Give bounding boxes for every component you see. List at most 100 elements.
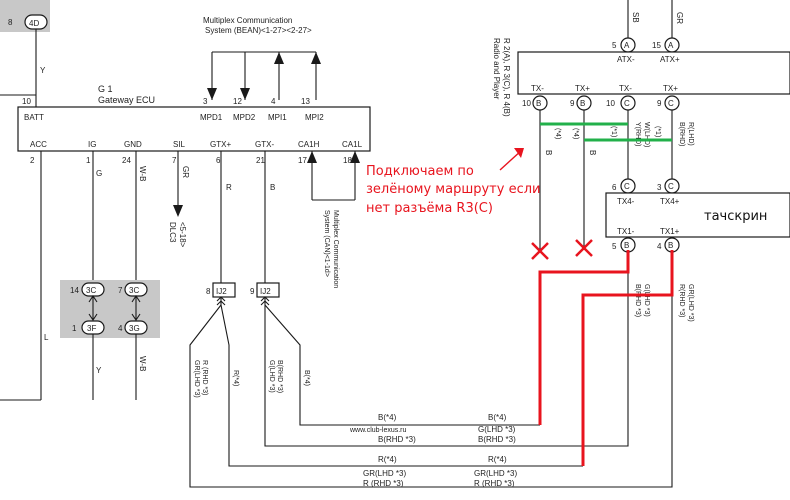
ca1h-label: CA1H: [298, 140, 320, 149]
pin-mpd1-no: 3: [203, 97, 208, 106]
acc-label: ACC: [30, 140, 47, 149]
tx1-plus: TX1+: [660, 227, 680, 236]
tach-pin-3c-letter: C: [668, 182, 674, 191]
wire-gr-label: GR: [181, 166, 190, 178]
wire-sb-label: SB: [631, 12, 640, 23]
wire-g-label: G: [96, 169, 102, 178]
ro-star2: (*1): [654, 126, 661, 137]
pin-17-no: 17: [298, 156, 307, 165]
ij2a-box: [212, 282, 236, 298]
radio-pin-b2-letter: B: [580, 99, 585, 108]
ij2b-no: 9: [250, 287, 255, 296]
ro-b4d: B: [588, 150, 597, 155]
annotation-line3: нет разъёма R3(C): [366, 201, 493, 216]
pin-2-no: 2: [30, 156, 35, 165]
link-3c-3g: [131, 295, 141, 321]
pin-batt-no: 10: [22, 97, 31, 106]
pin-4d-label: 4D: [29, 19, 39, 28]
bot-brhd-l: B(RHD *3): [378, 435, 416, 444]
tachskrin-box: [605, 192, 790, 238]
tx4-minus: TX4-: [617, 197, 635, 206]
bot-grl-r: GR(LHD *3): [474, 469, 517, 478]
annotation-line1: Подключаем по: [366, 164, 474, 179]
ij2a-fork: [216, 296, 226, 306]
radio-sub: Radio and Player: [492, 38, 501, 100]
wire-gr-top-label: GR: [675, 12, 684, 24]
gateway-ecu-box: [17, 106, 371, 152]
annotation-line2: зелёному маршруту если: [366, 182, 540, 197]
wire-tach-to-g: [540, 270, 629, 447]
atx-minus: ATX-: [617, 55, 635, 64]
tx-minus-2: TX-: [619, 84, 632, 93]
cut-mark-2: [575, 239, 593, 257]
wire-wb2-label: W-B: [138, 356, 147, 371]
mpx-bean-line2: System (BEAN)<1-27><2-27>: [205, 26, 312, 35]
tach-out-r2: R(RHD *3): [678, 284, 685, 317]
dlc3-ref: <5-18>: [178, 222, 187, 248]
wire-b-label: B: [270, 183, 275, 192]
ro-w-lhd: W(LHD): [643, 122, 650, 147]
ro-b4a: (*4): [554, 128, 561, 139]
wire-r4-left: [220, 304, 583, 467]
can-line1: Multiplex Communication: [332, 210, 339, 288]
radio-pin-10b: 10: [606, 99, 615, 108]
pin-1-no: 1: [86, 156, 91, 165]
radio-pin-9a: 9: [570, 99, 575, 108]
ro-b4b: B: [544, 150, 553, 155]
lower-w4: G(LHD *3): [268, 360, 275, 393]
pin-21-no: 21: [256, 156, 265, 165]
ca1h-arrow: [307, 151, 317, 163]
pin-mpi2-no: 13: [301, 97, 310, 106]
bot-rrhd-r: R (RHD *3): [474, 479, 515, 488]
tx-plus-1: TX+: [575, 84, 590, 93]
ij2a-no: 8: [206, 287, 211, 296]
ij2a-label: IJ2: [216, 287, 227, 296]
bot-glhd-r: G(LHD *3): [478, 425, 516, 434]
tx-minus-1: TX-: [531, 84, 544, 93]
radio-pin-15: 15: [652, 41, 661, 50]
ca1l-label: CA1L: [342, 140, 363, 149]
sil-label: SIL: [173, 140, 186, 149]
wire-gr-lhd-left: [189, 304, 515, 488]
tach-pin-4: 4: [657, 242, 662, 251]
gtx-minus-label: GTX-: [255, 140, 274, 149]
mpx-bean-line1: Multiplex Communication: [203, 16, 292, 25]
tachskrin-name: тачскрин: [704, 209, 767, 224]
mpi2-label: MPI2: [305, 113, 324, 122]
tach-pin-6: 6: [612, 183, 617, 192]
ro-r-lhd: R(LHD): [687, 122, 694, 146]
sil-arrow: [173, 205, 183, 217]
lower-w5: B(RHD *3): [276, 360, 283, 393]
pin-6-no: 6: [216, 156, 221, 165]
bot-grl-l: GR(LHD *3): [363, 469, 406, 478]
bot-b4-l: B(*4): [378, 413, 397, 422]
pin-3g-label: 3G: [129, 324, 140, 333]
cut-mark-1: [531, 242, 549, 260]
wire-tach-to-gr: [515, 270, 673, 488]
can-line2: System (CAN)<1-1d>: [323, 210, 330, 277]
ro-y-rhd: Y(RHD): [634, 122, 641, 147]
pin-3c-b-label: 3C: [129, 286, 139, 295]
radio-label: R 2(A), R 3(C), R 4(B): [502, 38, 511, 117]
pin-24-no: 24: [122, 156, 131, 165]
ro-star1: (*1): [610, 126, 617, 137]
ro-b-rhd: B(RHD): [678, 122, 685, 147]
atx-plus: ATX+: [660, 55, 680, 64]
radio-pin-c2-letter: C: [668, 99, 674, 108]
gtx-plus-label: GTX+: [210, 140, 231, 149]
gateway-name: Gateway ECU: [98, 95, 155, 105]
pin-mpi1-no: 4: [271, 97, 276, 106]
link-3c-3f: [88, 295, 98, 321]
mpx-arrows: [207, 52, 321, 100]
j7-no: 7: [118, 286, 123, 295]
watermark: www.club-lexus.ru: [349, 427, 407, 434]
wire-g-lhd-left: [264, 305, 540, 447]
j1-no: 1: [72, 324, 77, 333]
j14-no: 14: [70, 286, 79, 295]
mpi1-label: MPI1: [268, 113, 287, 122]
lower-w3: R(*4): [232, 370, 239, 386]
radio-pin-15a-letter: A: [668, 41, 674, 50]
radio-pin-b1-letter: B: [536, 99, 541, 108]
bot-rrhd-l: R (RHD *3): [363, 479, 404, 488]
lower-w6: B(*4): [303, 370, 310, 386]
